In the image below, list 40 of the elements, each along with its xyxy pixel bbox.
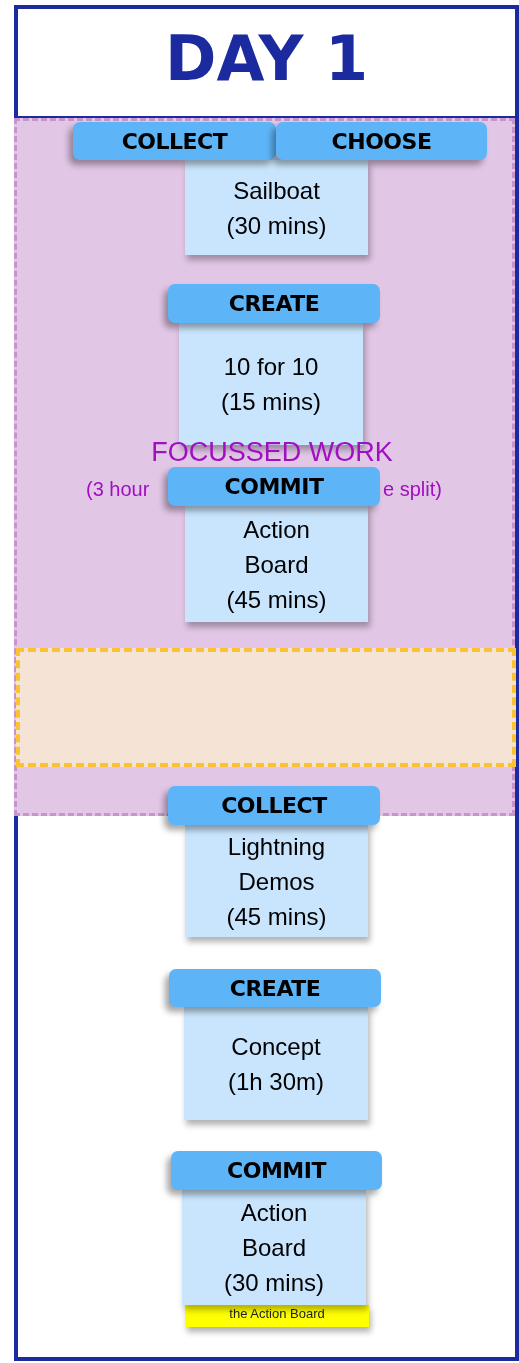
sticky-note: [185, 1305, 369, 1327]
day-column: [14, 5, 519, 1361]
sticky-note: [184, 1007, 368, 1120]
phase-tag: [171, 1151, 382, 1190]
phase-tag: [276, 122, 487, 160]
note-title: Lightning Demos: [226, 831, 327, 897]
tag-label: CHOOSE: [331, 128, 432, 154]
phase-tag: [168, 786, 380, 825]
sticky-note: [182, 1190, 366, 1305]
phase-tag: [168, 284, 380, 323]
sticky-note: [185, 160, 368, 255]
tag-label: CREATE: [229, 975, 321, 1001]
band-note: (3 hour: [86, 478, 150, 501]
note-title: Sailboat: [233, 175, 320, 206]
note-duration: (30 mins): [224, 1268, 324, 1298]
tag-label: COLLECT: [221, 793, 327, 818]
note-duration: (45 mins): [226, 901, 327, 932]
tag-label: COMMIT: [227, 1158, 326, 1183]
focus-band: [14, 118, 515, 816]
dashed-box: [16, 648, 516, 767]
note-text: the Action Board: [229, 1306, 325, 1323]
note-duration: (15 mins): [221, 387, 321, 417]
column-heading: DAY 1: [163, 22, 370, 95]
band-note: e split): [383, 478, 442, 501]
tag-label: COLLECT: [121, 128, 228, 154]
phase-tag: [168, 467, 380, 506]
phase-tag: [73, 122, 276, 160]
note-title: Concept: [231, 1031, 321, 1062]
band-title: FOCUSSED WORK: [150, 437, 394, 468]
note-title: 10 for 10: [223, 352, 319, 382]
note-duration: (1h 30m): [227, 1066, 324, 1097]
note-title: Action Board: [242, 514, 311, 580]
sticky-note: [185, 506, 368, 622]
phase-tag: [169, 969, 381, 1007]
tag-label: CREATE: [228, 291, 320, 316]
note-title: Action Board: [239, 1198, 309, 1263]
tag-label: COMMIT: [224, 474, 324, 499]
sticky-note: [185, 825, 368, 937]
note-duration: (45 mins): [226, 584, 327, 615]
note-duration: (30 mins): [226, 210, 327, 241]
